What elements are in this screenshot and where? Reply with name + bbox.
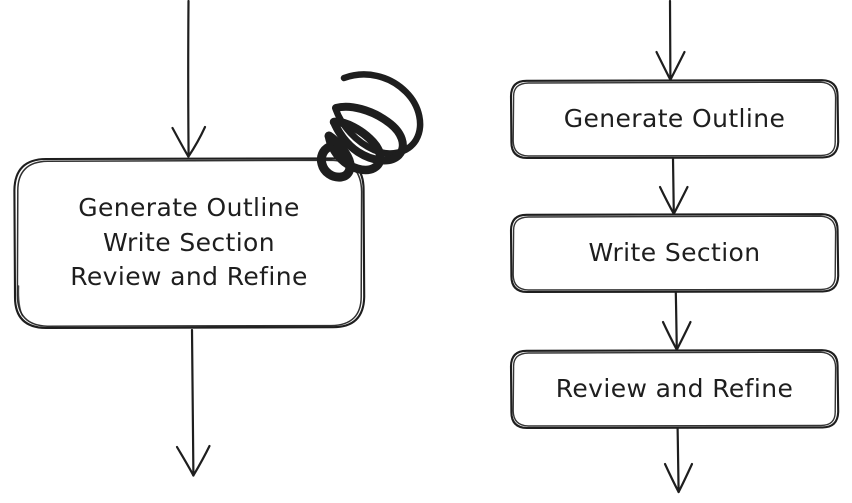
node-review-and-refine[interactable] [511, 350, 838, 428]
merged-line-2: Write Section [102, 227, 276, 257]
incoming-arrow-left [171, 0, 207, 158]
merged-line-1: Generate Outline [78, 193, 300, 223]
node-2-text: Write Section [588, 237, 761, 267]
merged-line-3: Review and Refine [70, 262, 308, 292]
node-generate-outline[interactable] [511, 80, 838, 158]
node-1-text: Generate Outline [563, 103, 786, 133]
node-write-section-label: Write Section [511, 214, 838, 292]
node-write-section[interactable] [511, 214, 838, 292]
incoming-arrow-right [655, 0, 686, 81]
connector-outline-to-write [658, 157, 689, 215]
merged-steps-node-label: Generate Outline Write Section Review an… [14, 158, 364, 328]
node-review-and-refine-label: Review and Refine [511, 350, 838, 428]
merged-steps-node[interactable] [14, 158, 364, 328]
node-3-text: Review and Refine [555, 373, 794, 403]
outgoing-arrow-left [175, 328, 211, 477]
node-generate-outline-label: Generate Outline [511, 80, 838, 158]
outgoing-arrow-right [663, 427, 694, 494]
connector-write-to-review [661, 291, 692, 351]
